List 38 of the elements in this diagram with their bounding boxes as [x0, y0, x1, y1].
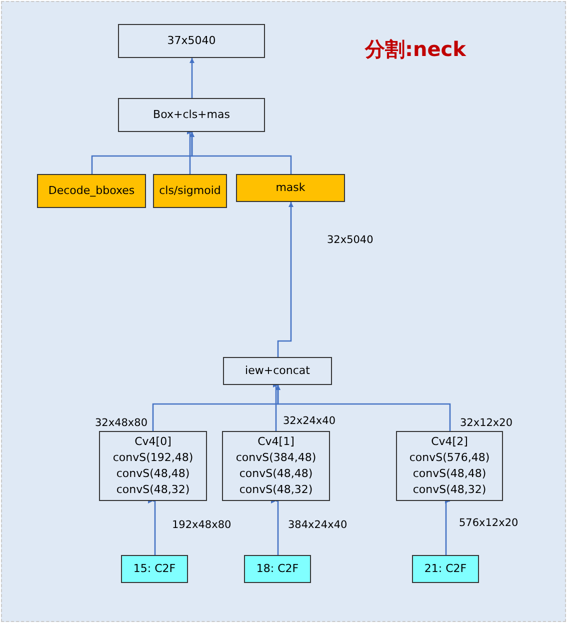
box-heading: cls/sigmoid — [159, 183, 221, 199]
box-line: convS(48,48) — [239, 466, 313, 482]
process-box — [412, 555, 479, 583]
box-heading: Box+cls+mas — [153, 107, 230, 123]
process-box — [99, 431, 207, 501]
process-box — [222, 431, 330, 501]
process-box — [153, 174, 227, 208]
arrow — [277, 202, 294, 357]
process-box — [236, 174, 345, 202]
box-line: convS(384,48) — [236, 450, 316, 466]
box-heading: iew+concat — [245, 363, 310, 379]
arrow — [189, 132, 292, 174]
process-box — [121, 555, 188, 583]
process-box — [223, 357, 332, 385]
process-box — [244, 555, 311, 583]
box-line: convS(576,48) — [409, 450, 490, 466]
box-line: convS(48,32) — [116, 482, 190, 498]
box-heading: 37x5040 — [167, 33, 216, 49]
box-heading: 15: C2F — [133, 561, 176, 577]
box-heading: Cv4[0] — [134, 434, 172, 450]
process-box — [118, 98, 265, 132]
arrow — [275, 385, 451, 431]
box-heading: 18: C2F — [256, 561, 299, 577]
box-heading: mask — [276, 180, 306, 196]
box-line: convS(192,48) — [112, 450, 194, 466]
box-heading: 21: C2F — [424, 561, 467, 577]
process-box — [396, 431, 503, 501]
box-line: convS(48,48) — [116, 466, 190, 482]
box-line: convS(48,32) — [239, 482, 313, 498]
arrow — [189, 58, 195, 98]
process-box — [37, 174, 146, 208]
box-heading: Decode_bboxes — [48, 183, 135, 199]
box-line: convS(48,48) — [412, 466, 486, 482]
box-heading: Cv4[1] — [258, 434, 294, 450]
box-heading: Cv4[2] — [431, 434, 468, 450]
process-box — [118, 24, 265, 58]
title: 分割:neck — [365, 36, 466, 62]
box-line: convS(48,32) — [412, 482, 486, 498]
